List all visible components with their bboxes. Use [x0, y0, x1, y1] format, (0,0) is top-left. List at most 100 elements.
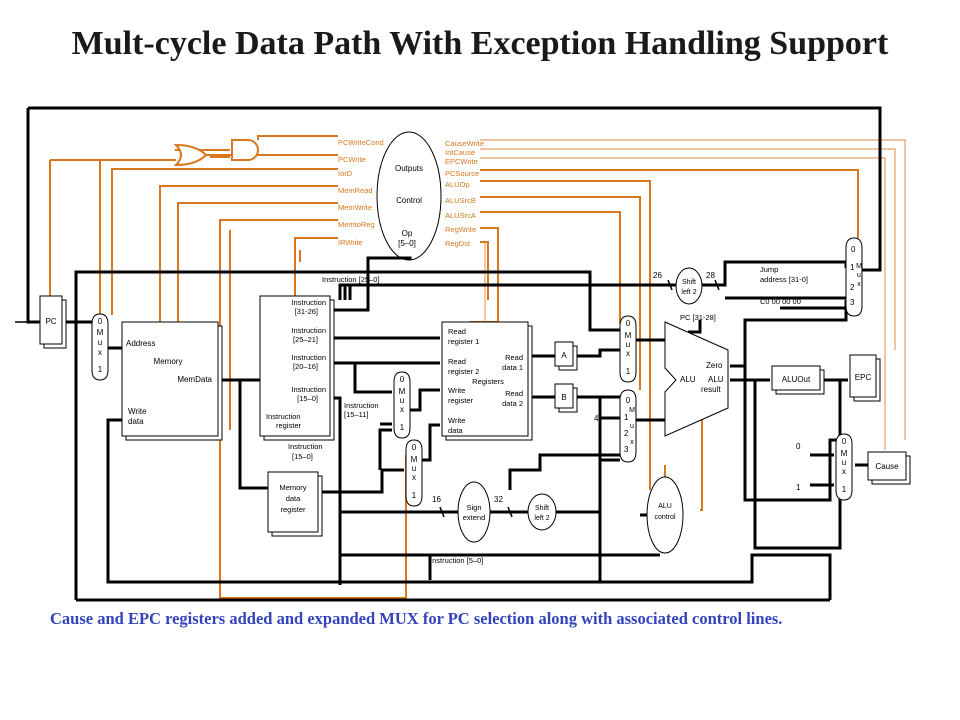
instr-15-11-bits: [15–11]	[344, 410, 368, 419]
jump-address-label: address [31-0]	[760, 275, 808, 284]
mux-input-0: 0	[842, 437, 847, 446]
mux-letter: x	[630, 439, 634, 446]
sign-extend-label: Sign	[466, 503, 481, 512]
cause-constant-label: C0 00 00 00	[760, 297, 801, 306]
shift-left-2-branch: Shift left 2	[527, 493, 557, 531]
pc-register: PC	[39, 295, 67, 349]
shift-label: left 2	[534, 515, 549, 522]
mux-letter: u	[412, 464, 416, 473]
mux-alusrcb: 0 1 2 3 M u x	[619, 389, 637, 463]
ir-field-bits: [20–16]	[293, 362, 318, 371]
pc-31-28-label: PC [31-28]	[680, 313, 716, 322]
signal-label: PCSource	[445, 169, 479, 178]
mux-letter: u	[857, 272, 861, 279]
memory-address-label: Address	[126, 339, 155, 348]
instr-5-0-label: Instruction [5–0]	[430, 556, 483, 565]
memory-memdata-label: MemData	[177, 375, 212, 384]
mux-input-0: 0	[400, 375, 405, 384]
control-op-bits: [5–0]	[398, 239, 416, 248]
mux-letter: M	[841, 449, 848, 458]
cause-input-1: 1	[796, 483, 801, 492]
cause-label: Cause	[875, 462, 899, 471]
mux-input-0: 0	[98, 317, 103, 326]
reg-read-register-2: Read	[448, 357, 466, 366]
shift-label: left 2	[681, 289, 696, 296]
constant-4: 4	[594, 414, 599, 423]
alu-label: ALU	[680, 375, 696, 384]
epc-register: EPC	[849, 354, 881, 402]
mux-letter: x	[98, 348, 102, 357]
reg-write-register: register	[448, 396, 474, 405]
control-label: Control	[396, 196, 422, 205]
mux-input-1: 1	[850, 263, 855, 272]
or-gate	[173, 143, 208, 167]
pc-label: PC	[45, 317, 56, 326]
cause-input-0: 0	[796, 442, 801, 451]
bus-width-16: 16	[432, 495, 441, 504]
ir-name-label: register	[276, 421, 302, 430]
instr-15-0-label: Instruction	[288, 442, 323, 451]
signal-label: ALUOp	[445, 180, 470, 189]
ir-field-bits: [25–21]	[293, 335, 318, 344]
control-signals-left: PCWriteCond PCWrite IorD MemRead MemWrit…	[338, 138, 384, 247]
mdr-label: register	[280, 505, 306, 514]
wire-labels: Instruction [25–0] Instruction [15–11] I…	[288, 265, 808, 565]
reg-read-data-2: data 2	[502, 399, 523, 408]
reg-read-register-2: register 2	[448, 367, 479, 376]
instruction-register: Instruction [31-26] Instruction [25–21] …	[259, 295, 335, 441]
slide-title: Mult-cycle Data Path With Exception Hand…	[71, 25, 889, 62]
control-op-label: Op	[402, 229, 413, 238]
signal-label: IorD	[338, 169, 353, 178]
shift-left-2-jump: Shift left 2	[675, 267, 703, 305]
signal-label: PCWrite	[338, 155, 366, 164]
alu-control: ALU control	[646, 476, 684, 554]
alu-control-label: control	[654, 514, 675, 521]
mux-input-3: 3	[850, 298, 855, 307]
bus-slashes	[439, 279, 720, 518]
cause-register: Cause	[867, 451, 911, 485]
signal-label: ALUSrcB	[445, 196, 476, 205]
alu-result-label: result	[701, 385, 721, 394]
mux-letter: u	[842, 458, 846, 467]
reg-read-register-1: Read	[448, 327, 466, 336]
signal-label: MemWrite	[338, 203, 372, 212]
alu-zero-label: Zero	[706, 361, 723, 370]
memory-data-register: Memory data register	[267, 471, 323, 537]
slide-caption: Cause and EPC registers added and expand…	[50, 609, 783, 628]
memory-unit: Address Memory MemData Write data	[121, 321, 223, 441]
aluout-label: ALUOut	[782, 375, 811, 384]
reg-write-data: data	[448, 426, 463, 435]
instr-15-11-label: Instruction	[344, 401, 379, 410]
ir-field-label: Instruction	[291, 353, 326, 362]
mux-letter: M	[856, 263, 862, 270]
signal-label: EPCWrite	[445, 157, 478, 166]
memory-write-label: Write	[128, 407, 147, 416]
ir-name-label: Instruction	[266, 412, 301, 421]
data-wires	[15, 106, 882, 602]
mux-regdst: 0 M u x 1	[393, 371, 411, 439]
mux-input-2: 2	[624, 429, 629, 438]
and-gate	[231, 139, 259, 161]
register-b-label: B	[561, 393, 566, 402]
alu: ALU Zero ALU result	[664, 321, 729, 437]
alu-control-label: ALU	[658, 503, 672, 510]
mdr-label: Memory	[279, 483, 306, 492]
ir-field-bits: [31-26]	[295, 307, 318, 316]
mux-pcsource: 0 1 2 3 M u x	[845, 237, 863, 317]
mux-letter: x	[857, 281, 861, 288]
signal-label: RegDst	[445, 239, 471, 248]
register-b: B	[554, 383, 578, 413]
control-unit: Outputs Control Op [5–0]	[376, 131, 442, 261]
signal-label: CauseWrite	[445, 139, 484, 148]
mux-letter: x	[412, 473, 416, 482]
mux-input-2: 2	[850, 283, 855, 292]
bus-width-32: 32	[494, 495, 503, 504]
jump-address-label: Jump	[760, 265, 778, 274]
mux-memtoreg: 0 M u x 1	[405, 439, 423, 507]
reg-write-data: Write	[448, 416, 465, 425]
signal-label: IntCause	[445, 148, 475, 157]
mux-iord: 0 M u x 1	[91, 313, 109, 381]
mux-input-1: 1	[98, 365, 103, 374]
mux-letter: M	[97, 328, 104, 337]
mux-letter: M	[625, 331, 632, 340]
